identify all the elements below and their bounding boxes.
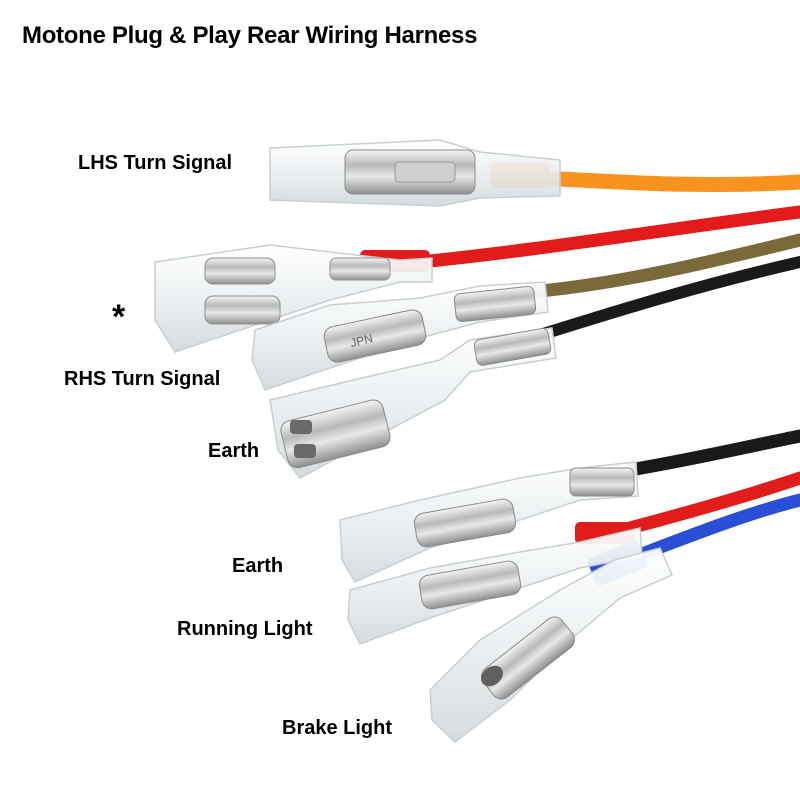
label-rhs-turn-signal: RHS Turn Signal bbox=[64, 368, 221, 390]
connector-earth-lower bbox=[339, 461, 639, 583]
label-earth-upper: Earth bbox=[208, 440, 260, 462]
page-title: Motone Plug & Play Rear Wiring Harness bbox=[22, 22, 478, 49]
connector-running-light bbox=[347, 527, 643, 645]
connector-double-red bbox=[154, 244, 433, 353]
orange-wire bbox=[532, 170, 800, 193]
label-brake-light: Brake Light bbox=[282, 717, 393, 739]
red-wire-lower bbox=[623, 471, 800, 535]
connector-brake-light bbox=[429, 547, 673, 743]
connector-stamp: JPN bbox=[349, 331, 374, 350]
label-earth-lower: Earth bbox=[232, 555, 284, 577]
black-wire-lower bbox=[623, 429, 800, 477]
black-wire-upper bbox=[534, 256, 800, 341]
label-asterisk: * bbox=[112, 298, 126, 336]
connector-lhs-turn-signal bbox=[269, 139, 561, 207]
label-lhs-turn-signal: LHS Turn Signal bbox=[78, 152, 233, 174]
label-running-light: Running Light bbox=[177, 618, 313, 640]
red-wire-upper bbox=[413, 205, 800, 269]
connector-rhs-turn-signal: JPN bbox=[251, 281, 549, 391]
brown-wire bbox=[523, 233, 800, 299]
connector-earth-upper bbox=[269, 327, 557, 479]
